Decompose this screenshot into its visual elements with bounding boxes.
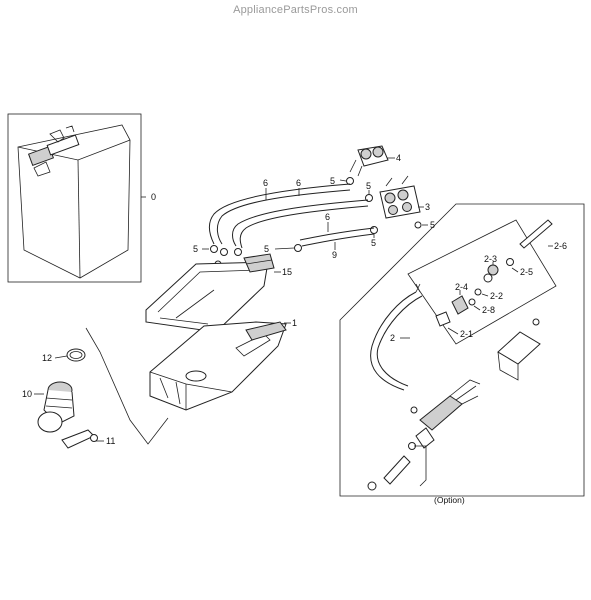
callout-5c: 5 [430, 220, 435, 230]
pipe-2-6 [519, 219, 553, 249]
callout-2-6: 2-6 [554, 241, 567, 251]
callout-6c: 6 [325, 212, 330, 222]
callout-2-2: 2-2 [490, 291, 503, 301]
callout-15: 15 [282, 267, 292, 277]
hose-clamp-11 [61, 429, 98, 449]
option-label: (Option) [434, 495, 465, 505]
watermark-text: AppliancePartsPros.com [233, 4, 358, 16]
water-valve-4 [349, 145, 389, 177]
callout-6b: 6 [296, 178, 301, 188]
water-valve-3 [379, 175, 421, 219]
drawer-housing-1 [149, 321, 287, 411]
bellows-hose-10 [37, 381, 75, 433]
callout-5d: 5 [371, 238, 376, 248]
callout-2-1: 2-1 [460, 329, 473, 339]
callout-2: 2 [390, 333, 395, 343]
callout-5f: 5 [264, 244, 269, 254]
option-box: (Option) [339, 203, 585, 505]
callout-2-4: 2-4 [455, 282, 468, 292]
callout-5b: 5 [366, 181, 371, 191]
clamp-ring-12 [66, 348, 86, 362]
cabinet-inset [7, 113, 142, 283]
callout-11: 11 [106, 436, 115, 446]
callout-1: 1 [292, 318, 297, 328]
callout-6a: 6 [263, 178, 268, 188]
callout-5a: 5 [330, 176, 335, 186]
callout-9: 9 [332, 250, 337, 260]
callout-2-3: 2-3 [484, 254, 497, 264]
drawer-cover-15 [145, 253, 275, 333]
callout-2-5: 2-5 [520, 267, 533, 277]
tube-2 [370, 283, 423, 391]
callout-4: 4 [396, 153, 401, 163]
lower-tube [367, 442, 427, 491]
pump-assembly [410, 379, 481, 449]
callout-2-8: 2-8 [482, 305, 495, 315]
callout-12: 12 [42, 353, 52, 363]
callout-0: 0 [151, 192, 156, 202]
mounting-bracket [497, 318, 541, 381]
hoses-6 [208, 183, 375, 249]
callout-5e: 5 [193, 244, 198, 254]
callout-3: 3 [425, 202, 430, 212]
callout-10: 10 [22, 389, 32, 399]
